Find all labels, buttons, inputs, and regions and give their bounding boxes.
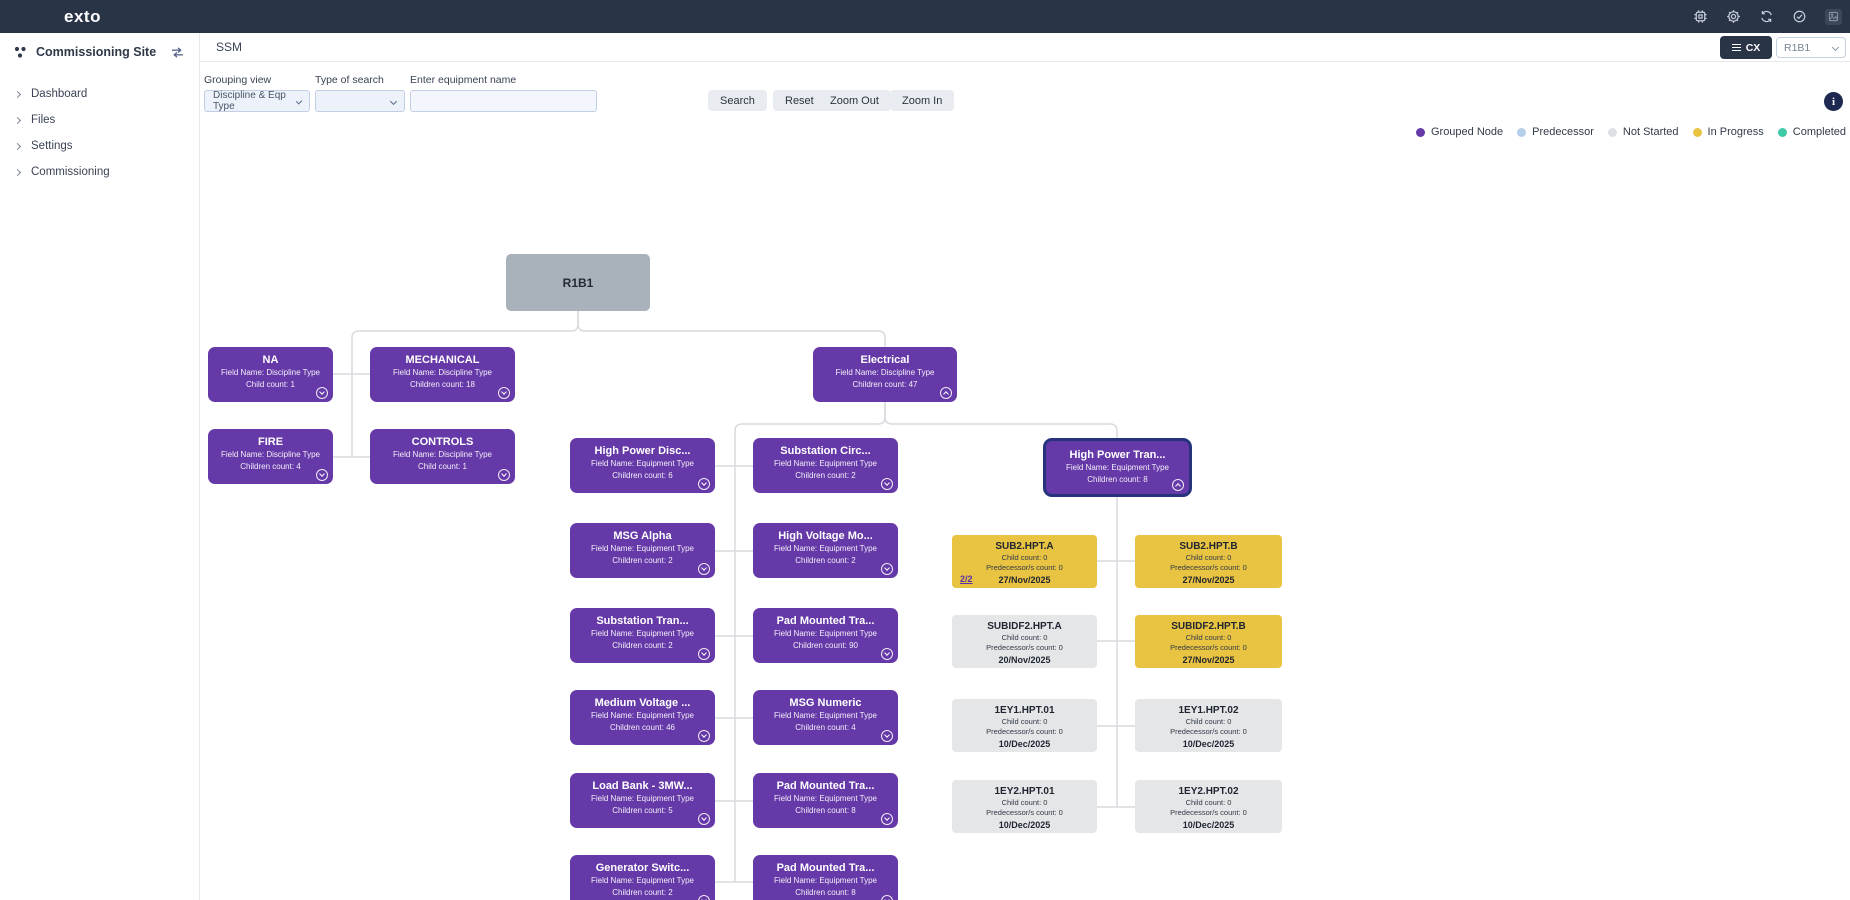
site-name: Commissioning Site [36,45,157,59]
expand-toggle-icon[interactable] [698,648,710,660]
chevron-down-icon [1831,43,1840,52]
expand-toggle-icon[interactable] [881,648,893,660]
tree-node-discipline[interactable]: CONTROLS Field Name: Discipline Type Chi… [370,429,515,484]
chevron-right-icon [13,90,22,98]
equipment-node[interactable]: SUB2.HPT.B Child count: 0 Predecessor/s … [1135,535,1282,588]
reset-button[interactable]: Reset [773,90,826,111]
chevron-right-icon [13,142,22,150]
sidebar-item-settings[interactable]: Settings [0,133,199,159]
search-button[interactable]: Search [708,90,767,111]
top-navbar: exto [0,0,1850,33]
equipment-name-label: Enter equipment name [410,74,517,86]
legend-item-not-started: Not Started [1607,126,1679,138]
tree-node-equipment-type[interactable]: MSG Numeric Field Name: Equipment Type C… [753,690,898,745]
legend-dot [1517,127,1527,137]
user-avatar[interactable] [1825,8,1842,25]
sidebar-item-files[interactable]: Files [0,107,199,133]
expand-toggle-icon[interactable] [498,387,510,399]
tree-node-equipment-type[interactable]: Generator Switc... Field Name: Equipment… [570,855,715,900]
expand-toggle-icon[interactable] [698,563,710,575]
sidebar-nav: Dashboard Files Settings Commissioning [0,81,199,185]
legend-item-in-progress: In Progress [1692,126,1764,138]
sync-icon[interactable] [1759,9,1774,24]
expand-toggle-icon[interactable] [881,478,893,490]
legend-item-completed: Completed [1777,126,1846,138]
chevron-right-icon [13,116,22,124]
legend-dot [1607,127,1617,137]
sidebar-item-commissioning[interactable]: Commissioning [0,159,199,185]
root-scope-select[interactable]: R1B1 [1776,37,1846,58]
expand-toggle-icon[interactable] [698,730,710,742]
sidebar-item-dashboard[interactable]: Dashboard [0,81,199,107]
legend-dot [1777,127,1787,137]
equipment-node[interactable]: SUBIDF2.HPT.A Child count: 0 Predecessor… [952,615,1097,668]
tree-node-root[interactable]: R1B1 [506,254,650,311]
expand-toggle-icon[interactable] [698,895,710,900]
expand-toggle-icon[interactable] [698,478,710,490]
equipment-node[interactable]: 1EY1.HPT.02 Child count: 0 Predecessor/s… [1135,699,1282,752]
grouping-view-select[interactable]: Discipline & Eqp Type [204,90,310,112]
tree-node-equipment-type[interactable]: Load Bank - 3MW... Field Name: Equipment… [570,773,715,828]
left-sidebar: Commissioning Site Dashboard Files Setti… [0,33,200,900]
cx-button[interactable]: CX [1720,36,1772,59]
expand-toggle-icon[interactable] [316,387,328,399]
tree-node-discipline[interactable]: FIRE Field Name: Discipline Type Childre… [208,429,333,484]
menu-icon [1731,44,1741,51]
tree-node-equipment-type[interactable]: High Power Disc... Field Name: Equipment… [570,438,715,493]
info-button[interactable]: i [1824,92,1843,111]
tree-node-equipment-type[interactable]: Medium Voltage ... Field Name: Equipment… [570,690,715,745]
gear-icon[interactable] [1726,9,1741,24]
collapse-toggle-icon[interactable] [940,387,952,399]
expand-toggle-icon[interactable] [881,813,893,825]
legend-dot [1415,127,1425,137]
zoom-in-button[interactable]: Zoom In [890,90,955,111]
check-circle-icon[interactable] [1792,9,1807,24]
collapse-sidebar-icon[interactable] [170,46,185,59]
sitemap-icon [14,46,26,58]
type-of-search-select[interactable] [315,90,405,112]
tree-node-discipline[interactable]: MECHANICAL Field Name: Discipline Type C… [370,347,515,402]
chevron-right-icon [13,168,22,176]
legend-item-predecessor: Predecessor [1517,126,1594,138]
expand-toggle-icon[interactable] [316,469,328,481]
equipment-node[interactable]: SUBIDF2.HPT.B Child count: 0 Predecessor… [1135,615,1282,668]
equipment-node[interactable]: 1EY2.HPT.01 Child count: 0 Predecessor/s… [952,780,1097,833]
zoom-out-button[interactable]: Zoom Out [818,90,891,111]
equipment-node[interactable]: SUB2.HPT.A Child count: 0 Predecessor/s … [952,535,1097,588]
expand-toggle-icon[interactable] [881,730,893,742]
exto-logo: exto [64,7,101,26]
tree-node-equipment-type[interactable]: Substation Circ... Field Name: Equipment… [753,438,898,493]
equipment-name-input[interactable] [410,90,597,112]
legend-item-grouped-node: Grouped Node [1415,126,1503,138]
equipment-node[interactable]: 1EY2.HPT.02 Child count: 0 Predecessor/s… [1135,780,1282,833]
collapse-toggle-icon[interactable] [1172,479,1184,491]
page-title: SSM [216,40,243,54]
expand-toggle-icon[interactable] [498,469,510,481]
tree-node-equipment-type[interactable]: Pad Mounted Tra... Field Name: Equipment… [753,608,898,663]
type-of-search-label: Type of search [315,74,384,86]
chip-icon[interactable] [1693,9,1708,24]
expand-toggle-icon[interactable] [698,813,710,825]
expand-toggle-icon[interactable] [881,563,893,575]
tree-node-equipment-type[interactable]: High Voltage Mo... Field Name: Equipment… [753,523,898,578]
tree-node-equipment-type[interactable]: Substation Tran... Field Name: Equipment… [570,608,715,663]
progress-ratio-link[interactable]: 2/2 [960,574,973,584]
search-toolbar: Grouping view Discipline & Eqp Type Type… [200,62,1850,120]
equipment-node[interactable]: 1EY1.HPT.01 Child count: 0 Predecessor/s… [952,699,1097,752]
legend-dot [1692,127,1702,137]
tree-node-equipment-type-selected[interactable]: High Power Tran... Field Name: Equipment… [1043,438,1192,497]
chevron-down-icon [389,97,398,105]
tree-node-discipline[interactable]: Electrical Field Name: Discipline Type C… [813,347,957,402]
tree-node-discipline[interactable]: NA Field Name: Discipline Type Child cou… [208,347,333,402]
page-header: SSM CX R1B1 [200,33,1850,62]
grouping-view-label: Grouping view [204,74,272,86]
tree-node-equipment-type[interactable]: Pad Mounted Tra... Field Name: Equipment… [753,773,898,828]
expand-toggle-icon[interactable] [881,895,893,900]
status-legend: Grouped Node Predecessor Not Started In … [1415,126,1846,138]
tree-node-equipment-type[interactable]: MSG Alpha Field Name: Equipment Type Chi… [570,523,715,578]
site-selector[interactable]: Commissioning Site [0,33,199,71]
tree-node-equipment-type[interactable]: Pad Mounted Tra... Field Name: Equipment… [753,855,898,900]
